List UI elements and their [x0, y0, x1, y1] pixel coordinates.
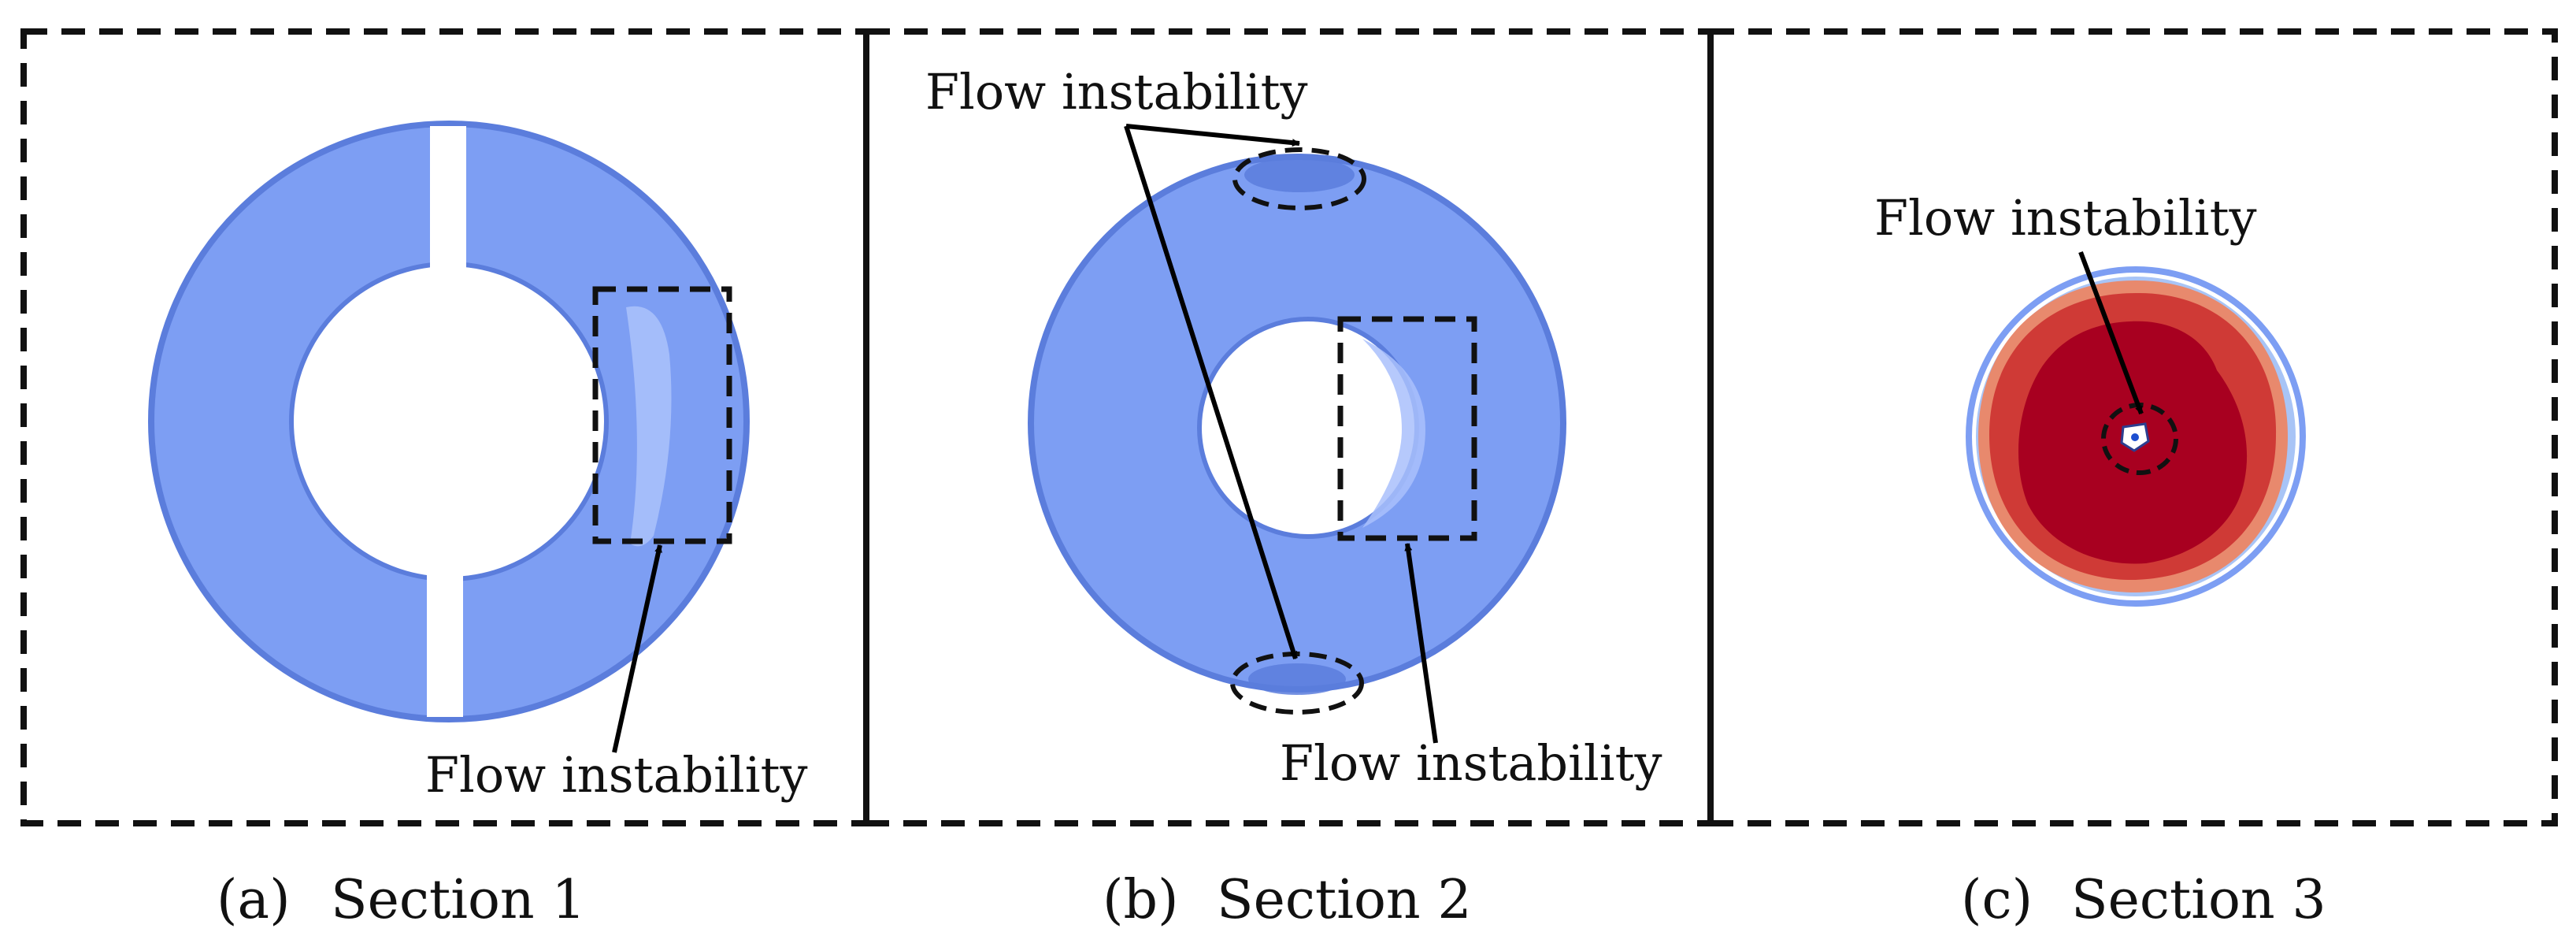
- bottom-dark-patch: [1248, 663, 1346, 695]
- arrow-b-bottom: [1124, 125, 1298, 659]
- instability-zone-a: [626, 306, 672, 547]
- flow-instability-label-c: Flow instability: [1874, 189, 2257, 247]
- panel-a-frame: [20, 28, 869, 826]
- lower-slot: [427, 574, 463, 717]
- section-1-ring: [148, 121, 750, 722]
- caption-c-letter: (c): [1961, 869, 2033, 931]
- caption-a-title: Section 1: [331, 869, 586, 931]
- caption-b-title: Section 2: [1217, 869, 1472, 931]
- arrow-a: [612, 544, 662, 753]
- caption-b-letter: (b): [1103, 869, 1179, 931]
- arrow-c: [2078, 251, 2144, 415]
- panel-b: Flow instability Flow instability: [863, 28, 1714, 826]
- instability-box-a: [592, 286, 732, 544]
- panel-c-frame: [1707, 28, 2558, 826]
- captions: (a) Section 1 (b) Section 2 (c) Section …: [217, 869, 2326, 931]
- section-3-disk: [1966, 266, 2306, 607]
- panel-a: Flow instability: [20, 28, 869, 826]
- caption-c-title: Section 3: [2071, 869, 2326, 931]
- instability-box-b: [1337, 316, 1477, 541]
- flow-instability-label-b-bottom: Flow instability: [1280, 734, 1662, 792]
- top-dark-patch: [1244, 158, 1355, 192]
- upper-slot: [430, 126, 466, 268]
- caption-a-letter: (a): [217, 869, 291, 931]
- flow-instability-label-a: Flow instability: [425, 746, 808, 804]
- arrow-b-top: [1125, 124, 1300, 147]
- arrow-b-right: [1404, 543, 1438, 744]
- panel-c: Flow instability: [1707, 28, 2558, 826]
- flow-instability-label-b-top: Flow instability: [925, 63, 1308, 121]
- section-2-ring: [1028, 154, 1566, 695]
- core-dot: [2131, 433, 2139, 441]
- inner-light-crescent: [1362, 339, 1425, 528]
- instability-ellipse-top: [1232, 147, 1366, 210]
